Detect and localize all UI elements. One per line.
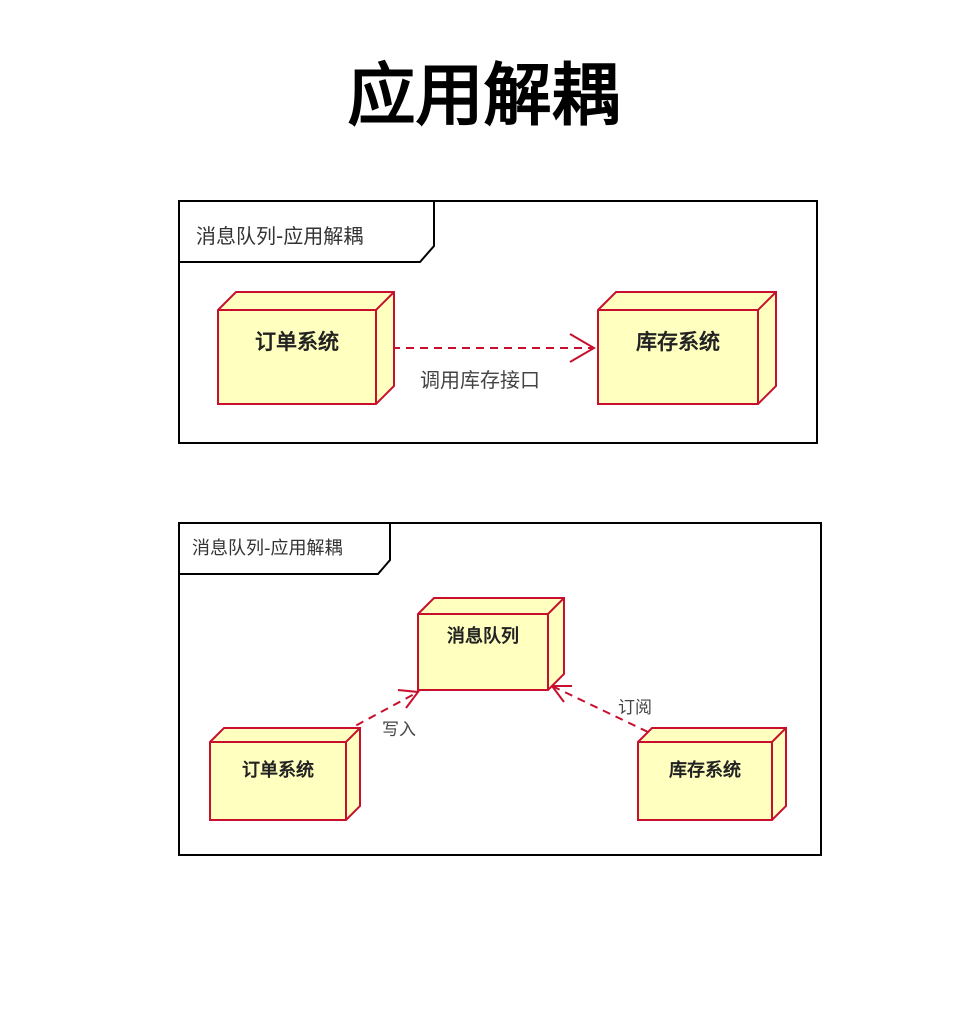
- node-order-system: 订单系统: [217, 291, 395, 405]
- node-order-system: 订单系统: [209, 727, 361, 821]
- frame-label: 消息队列-应用解耦: [192, 538, 343, 559]
- node-label: 消息队列: [447, 626, 519, 647]
- edge-label-write: 写入: [382, 720, 416, 740]
- node-label: 订单系统: [242, 760, 314, 781]
- frame-label: 消息队列-应用解耦: [196, 224, 364, 248]
- diagram-direct-call: 消息队列-应用解耦 调用库存接口 订单系统 库存系统: [178, 200, 818, 444]
- edge-label-subscribe: 订阅: [618, 698, 652, 718]
- edge-call-inventory-api: [392, 333, 596, 363]
- edge-label-call-inventory-api: 调用库存接口: [420, 368, 540, 392]
- edge-write: [343, 689, 420, 733]
- node-label: 库存系统: [636, 330, 720, 354]
- diagram-message-queue: 消息队列-应用解耦 写入 订阅 消息队列 订单系统: [178, 522, 822, 856]
- page-title: 应用解耦: [347, 56, 620, 136]
- node-label: 订单系统: [255, 330, 339, 354]
- node-inventory-system: 库存系统: [597, 291, 777, 405]
- frame-tab: [180, 202, 435, 263]
- node-inventory-system: 库存系统: [637, 727, 787, 821]
- frame-tab: [180, 524, 391, 575]
- node-label: 库存系统: [669, 760, 741, 781]
- node-message-queue: 消息队列: [417, 597, 565, 691]
- edges: [343, 685, 649, 733]
